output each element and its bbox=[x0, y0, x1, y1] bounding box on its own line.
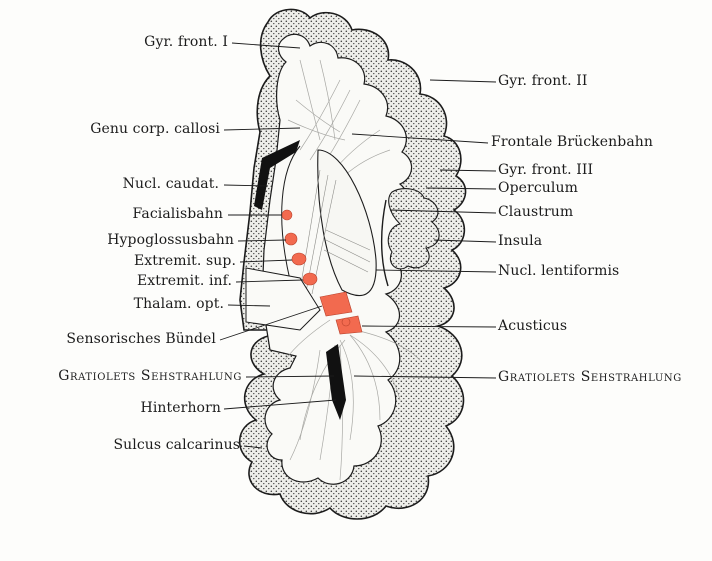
tract-hypoglossus bbox=[285, 233, 297, 245]
label-genu-corp-callosi: Genu corp. callosi bbox=[90, 121, 220, 137]
label-extremit-sup: Extremit. sup. bbox=[134, 253, 236, 269]
label-gratiolets-right: Gratiolets Sehstrahlung bbox=[498, 369, 682, 385]
tract-facialis bbox=[282, 210, 292, 220]
tract-extremit-inf bbox=[303, 273, 317, 285]
label-frontale-brueckenbahn: Frontale Brückenbahn bbox=[491, 134, 653, 150]
label-claustrum: Claustrum bbox=[498, 204, 573, 220]
label-gyr-front-2: Gyr. front. II bbox=[498, 73, 587, 89]
label-insula: Insula bbox=[498, 233, 542, 249]
label-sensorisches-buendel: Sensorisches Bündel bbox=[66, 331, 216, 347]
label-gyr-front-3: Gyr. front. III bbox=[498, 162, 593, 178]
label-acusticus: Acusticus bbox=[498, 318, 567, 334]
label-gratiolets-left: Gratiolets Sehstrahlung bbox=[58, 368, 242, 384]
label-gyr-front-1: Gyr. front. I bbox=[144, 34, 228, 50]
label-nucl-lentiformis: Nucl. lentiformis bbox=[498, 263, 619, 279]
label-operculum: Operculum bbox=[498, 180, 578, 196]
label-hinterhorn: Hinterhorn bbox=[141, 400, 221, 416]
label-hypoglossusbahn: Hypoglossusbahn bbox=[107, 232, 234, 248]
label-sulcus-calcarinus: Sulcus calcarinus bbox=[113, 437, 240, 453]
label-nucl-caudat: Nucl. caudat. bbox=[123, 176, 219, 192]
label-thalam-opt: Thalam. opt. bbox=[134, 296, 224, 312]
label-extremit-inf: Extremit. inf. bbox=[137, 273, 232, 289]
tract-extremit-sup bbox=[292, 253, 306, 265]
label-facialisbahn: Facialisbahn bbox=[133, 206, 223, 222]
